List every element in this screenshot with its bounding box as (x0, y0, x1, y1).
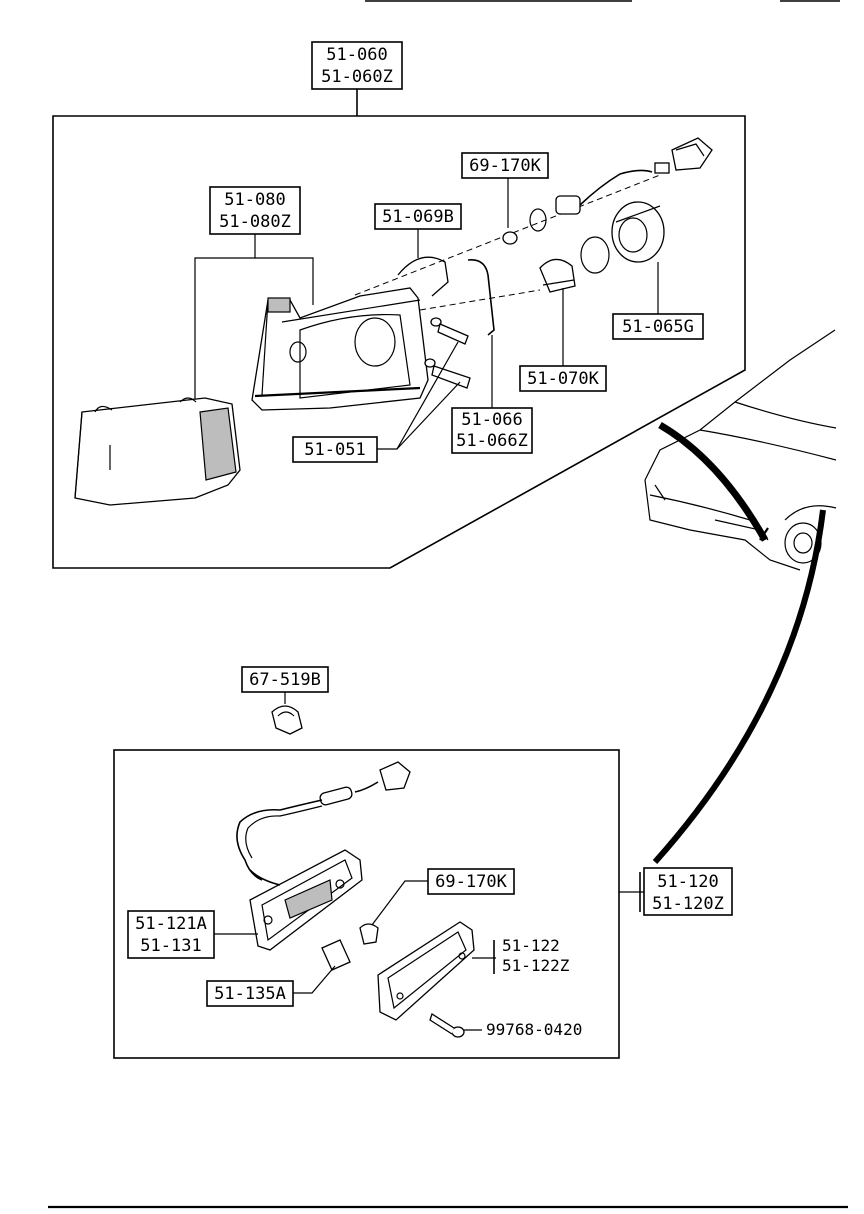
label-51-051[interactable]: 51-051 (292, 436, 378, 463)
small-bulb-icon (502, 231, 518, 245)
label-69-170K-top[interactable]: 69-170K (461, 152, 549, 179)
svg-text:51-080: 51-080 (224, 190, 285, 210)
svg-text:51-066Z: 51-066Z (456, 431, 528, 451)
side-marker-lens-icon (377, 921, 475, 1021)
svg-text:51-080Z: 51-080Z (219, 212, 291, 232)
svg-text:51-121A: 51-121A (135, 914, 207, 934)
side-bulb-icon (359, 923, 379, 945)
svg-text:69-170K: 69-170K (469, 156, 541, 176)
bulb-icon (539, 258, 576, 293)
clip-icon (271, 705, 303, 735)
svg-text:51-070K: 51-070K (527, 369, 599, 389)
label-51-065G[interactable]: 51-065G (612, 313, 704, 340)
svg-text:69-170K: 69-170K (435, 872, 507, 892)
svg-text:51-135A: 51-135A (214, 984, 286, 1004)
side-connector-icon (236, 761, 411, 881)
headlamp-lens-icon (74, 397, 241, 506)
svg-text:51-122Z: 51-122Z (502, 956, 570, 975)
connector-icon (654, 137, 713, 174)
hose-icon (397, 256, 449, 297)
label-51-120[interactable]: 51-120 51-120Z (643, 867, 733, 916)
gasket-icon (321, 939, 351, 971)
leader-51-080-b (255, 257, 314, 305)
ring-small-icon (529, 208, 547, 232)
pointer-headlamp (658, 421, 769, 542)
label-51-121A[interactable]: 51-121A 51-131 (127, 910, 215, 959)
leader-51-080-a (194, 234, 256, 400)
socket-large-icon (580, 201, 665, 274)
screw-icon (429, 1013, 465, 1038)
label-51-135A[interactable]: 51-135A (206, 980, 294, 1007)
side-marker-frame (113, 749, 620, 1059)
svg-text:51-051: 51-051 (304, 440, 365, 460)
label-69-170K-side[interactable]: 69-170K (427, 868, 515, 895)
svg-text:51-120Z: 51-120Z (652, 894, 724, 914)
leader-51-135A (293, 965, 336, 994)
leader-69-170K-side (371, 880, 428, 926)
svg-text:51-120: 51-120 (657, 872, 718, 892)
label-51-060[interactable]: 51-060 51-060Z (311, 41, 403, 90)
pointer-side-lamp (652, 509, 826, 865)
label-51-122[interactable]: 51-122 51-122Z (498, 935, 578, 978)
svg-text:51-066: 51-066 (461, 410, 522, 430)
car-front-icon (644, 329, 837, 571)
svg-text:51-131: 51-131 (140, 936, 201, 956)
svg-text:51-060Z: 51-060Z (321, 67, 393, 87)
label-51-080[interactable]: 51-080 51-080Z (209, 186, 301, 235)
socket-small-icon (555, 169, 653, 215)
align-line-2 (419, 289, 541, 311)
wire-bracket-icon (467, 258, 495, 336)
label-51-069B[interactable]: 51-069B (374, 203, 462, 230)
label-51-070K[interactable]: 51-070K (519, 365, 607, 392)
svg-text:51-122: 51-122 (502, 936, 560, 955)
headlamp-housing-icon (251, 287, 429, 411)
leader-51-051-b (396, 381, 461, 450)
svg-text:51-060: 51-060 (326, 45, 387, 65)
headlamp-assembly-frame (52, 115, 746, 569)
svg-text:67-519B: 67-519B (249, 670, 321, 690)
label-67-519B[interactable]: 67-519B (241, 666, 329, 693)
svg-text:51-065G: 51-065G (622, 317, 694, 337)
label-51-066[interactable]: 51-066 51-066Z (451, 407, 533, 454)
label-99768-0420[interactable]: 99768-0420 (486, 1020, 582, 1039)
screw-upper-icon (424, 317, 471, 389)
svg-text:51-069B: 51-069B (382, 207, 454, 227)
side-marker-housing-icon (249, 849, 363, 951)
